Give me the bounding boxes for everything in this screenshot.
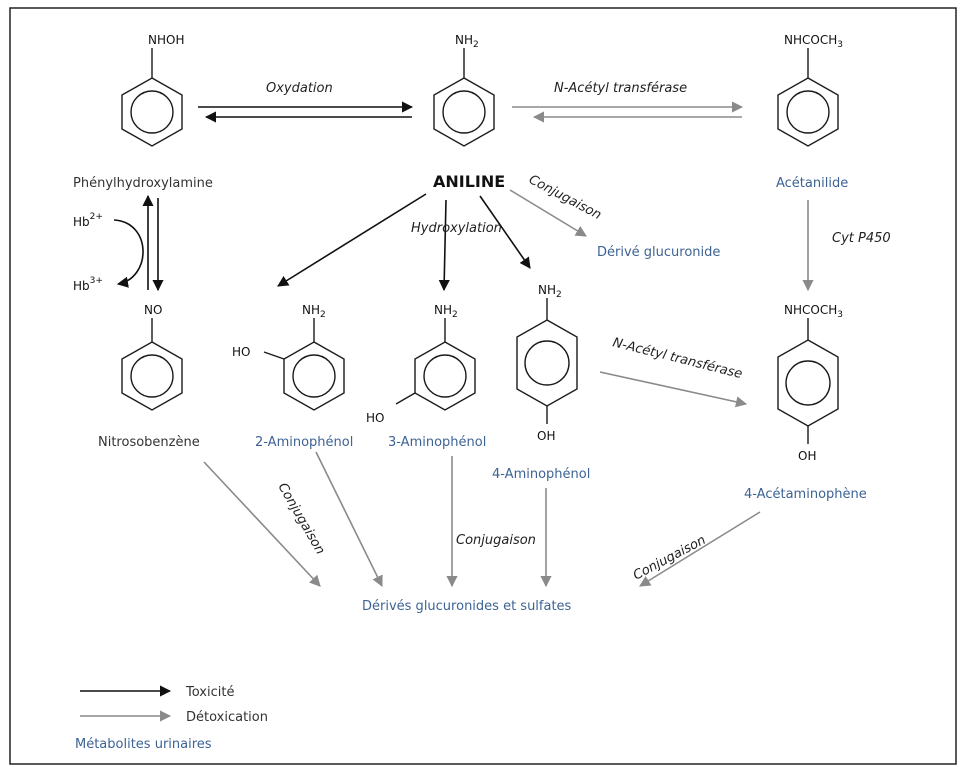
legend-toxicity-label: Toxicité	[185, 685, 234, 700]
aminophenol-4-label: 4-Aminophénol	[492, 467, 590, 482]
acetanilide-structure: NHCOCH3	[777, 33, 843, 147]
acetaminophen-oh: OH	[798, 449, 816, 463]
cyt-p450-label: Cyt P450	[832, 231, 891, 246]
aminophenol-2-label: 2-Aminophénol	[255, 435, 353, 450]
nacetyl-mid-label: N-Acétyl transférase	[611, 335, 744, 382]
legend-urinary-label: Métabolites urinaires	[75, 737, 212, 752]
arrow-acetaminophen-conjugate	[639, 511, 761, 587]
aminophenol-3-oh: HO	[366, 411, 384, 425]
nitrosobenzene-structure: NO	[121, 303, 183, 411]
conjugaison-right-label: Conjugaison	[631, 533, 709, 584]
glucuronide-label: Dérivé glucuronide	[597, 245, 720, 260]
arrow-aminophenol-acetyl	[599, 371, 748, 408]
glucuronides-sulfates-label: Dérivés glucuronides et sulfates	[362, 599, 572, 614]
nitrosobenzene-label: Nitrosobenzène	[98, 435, 200, 450]
hydroxylation-label: Hydroxylation	[411, 221, 502, 236]
arrow-2-aminophenol-conjugate	[315, 451, 383, 588]
aniline-structure: NH2	[433, 33, 495, 147]
legend: Toxicité Détoxication Métabolites urinai…	[75, 685, 268, 752]
arrow-to-4-aminophenol	[479, 195, 531, 269]
svg-text:NH2: NH2	[538, 283, 562, 300]
oxydation-label: Oxydation	[266, 81, 333, 96]
hb-2plus-label: Hb2+	[73, 212, 103, 229]
nitrosobenzene-group: NO	[144, 303, 162, 317]
aminophenol-3-label: 3-Aminophénol	[388, 435, 486, 450]
arrow-to-2-aminophenol	[277, 193, 427, 287]
phenylhydroxylamine-structure: NHOH	[121, 33, 184, 147]
svg-text:NHCOCH3: NHCOCH3	[784, 33, 843, 50]
arrow-aniline-glucuronide	[509, 189, 587, 237]
conjugaison-center-label: Conjugaison	[456, 533, 536, 548]
phenylhydroxylamine-label: Phénylhydroxylamine	[73, 176, 213, 191]
legend-detox-label: Détoxication	[186, 710, 268, 725]
arrow-nitroso-conjugate	[203, 461, 321, 587]
figure-border	[9, 7, 957, 765]
aminophenol-4-structure: NH2 OH	[516, 283, 578, 443]
svg-text:NH2: NH2	[434, 303, 458, 320]
acetaminophen-label: 4-Acétaminophène	[744, 487, 867, 502]
acetaminophen-structure: NHCOCH3 OH	[777, 303, 843, 463]
aniline-label: ANILINE	[433, 172, 505, 191]
acetanilide-label: Acétanilide	[776, 176, 848, 191]
svg-text:NH2: NH2	[455, 33, 479, 50]
aminophenol-2-oh: HO	[232, 345, 250, 359]
phenylhydroxylamine-group: NHOH	[148, 33, 184, 47]
svg-text:NH2: NH2	[302, 303, 326, 320]
svg-text:NHCOCH3: NHCOCH3	[784, 303, 843, 320]
aminophenol-3-structure: NH2 HO	[366, 303, 476, 425]
conjugaison-top-label: Conjugaison	[526, 172, 604, 223]
arrow-to-3-aminophenol	[438, 199, 450, 292]
aminophenol-4-oh: OH	[537, 429, 555, 443]
aminophenol-2-structure: NH2 HO	[232, 303, 345, 411]
arrow-hemoglobin	[113, 219, 144, 288]
hb-3plus-label: Hb3+	[73, 276, 103, 293]
nacetyl-top-label: N-Acétyl transférase	[554, 81, 687, 96]
